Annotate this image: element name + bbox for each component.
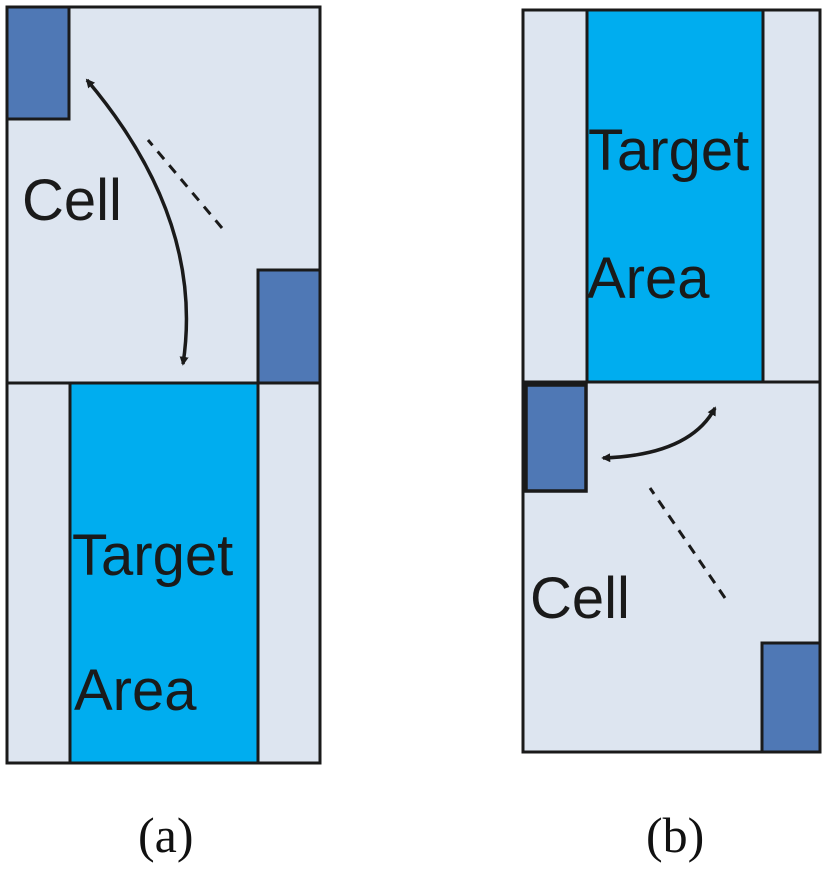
panel-b-target-area xyxy=(585,8,765,384)
panel-a-caption: (a) xyxy=(138,807,194,863)
panel-b-target-label-line1: Target xyxy=(588,118,749,183)
panel-a-block-right xyxy=(256,268,322,385)
panel-a-cell-label: Cell xyxy=(22,168,122,233)
panel-a-curved-arrow xyxy=(85,78,189,366)
panel-a-target-label-line1: Target xyxy=(72,523,233,588)
panel-a-target-area xyxy=(68,381,260,765)
panel-b-block-left xyxy=(524,383,588,493)
panel-a: Cell Target Area (a) xyxy=(5,5,322,863)
panel-b-dashed-line xyxy=(648,487,727,599)
panel-b: Target Area Cell (b) xyxy=(521,8,822,863)
panel-b-block-bottom-right xyxy=(760,641,822,754)
panel-b-curved-arrow xyxy=(601,406,717,463)
panel-a-block-top-left xyxy=(5,5,71,121)
panel-b-target-label-line2: Area xyxy=(587,246,710,311)
panel-a-target-label-line2: Area xyxy=(74,658,197,723)
panel-b-caption: (b) xyxy=(646,807,704,863)
panel-b-cell-label: Cell xyxy=(530,566,630,631)
